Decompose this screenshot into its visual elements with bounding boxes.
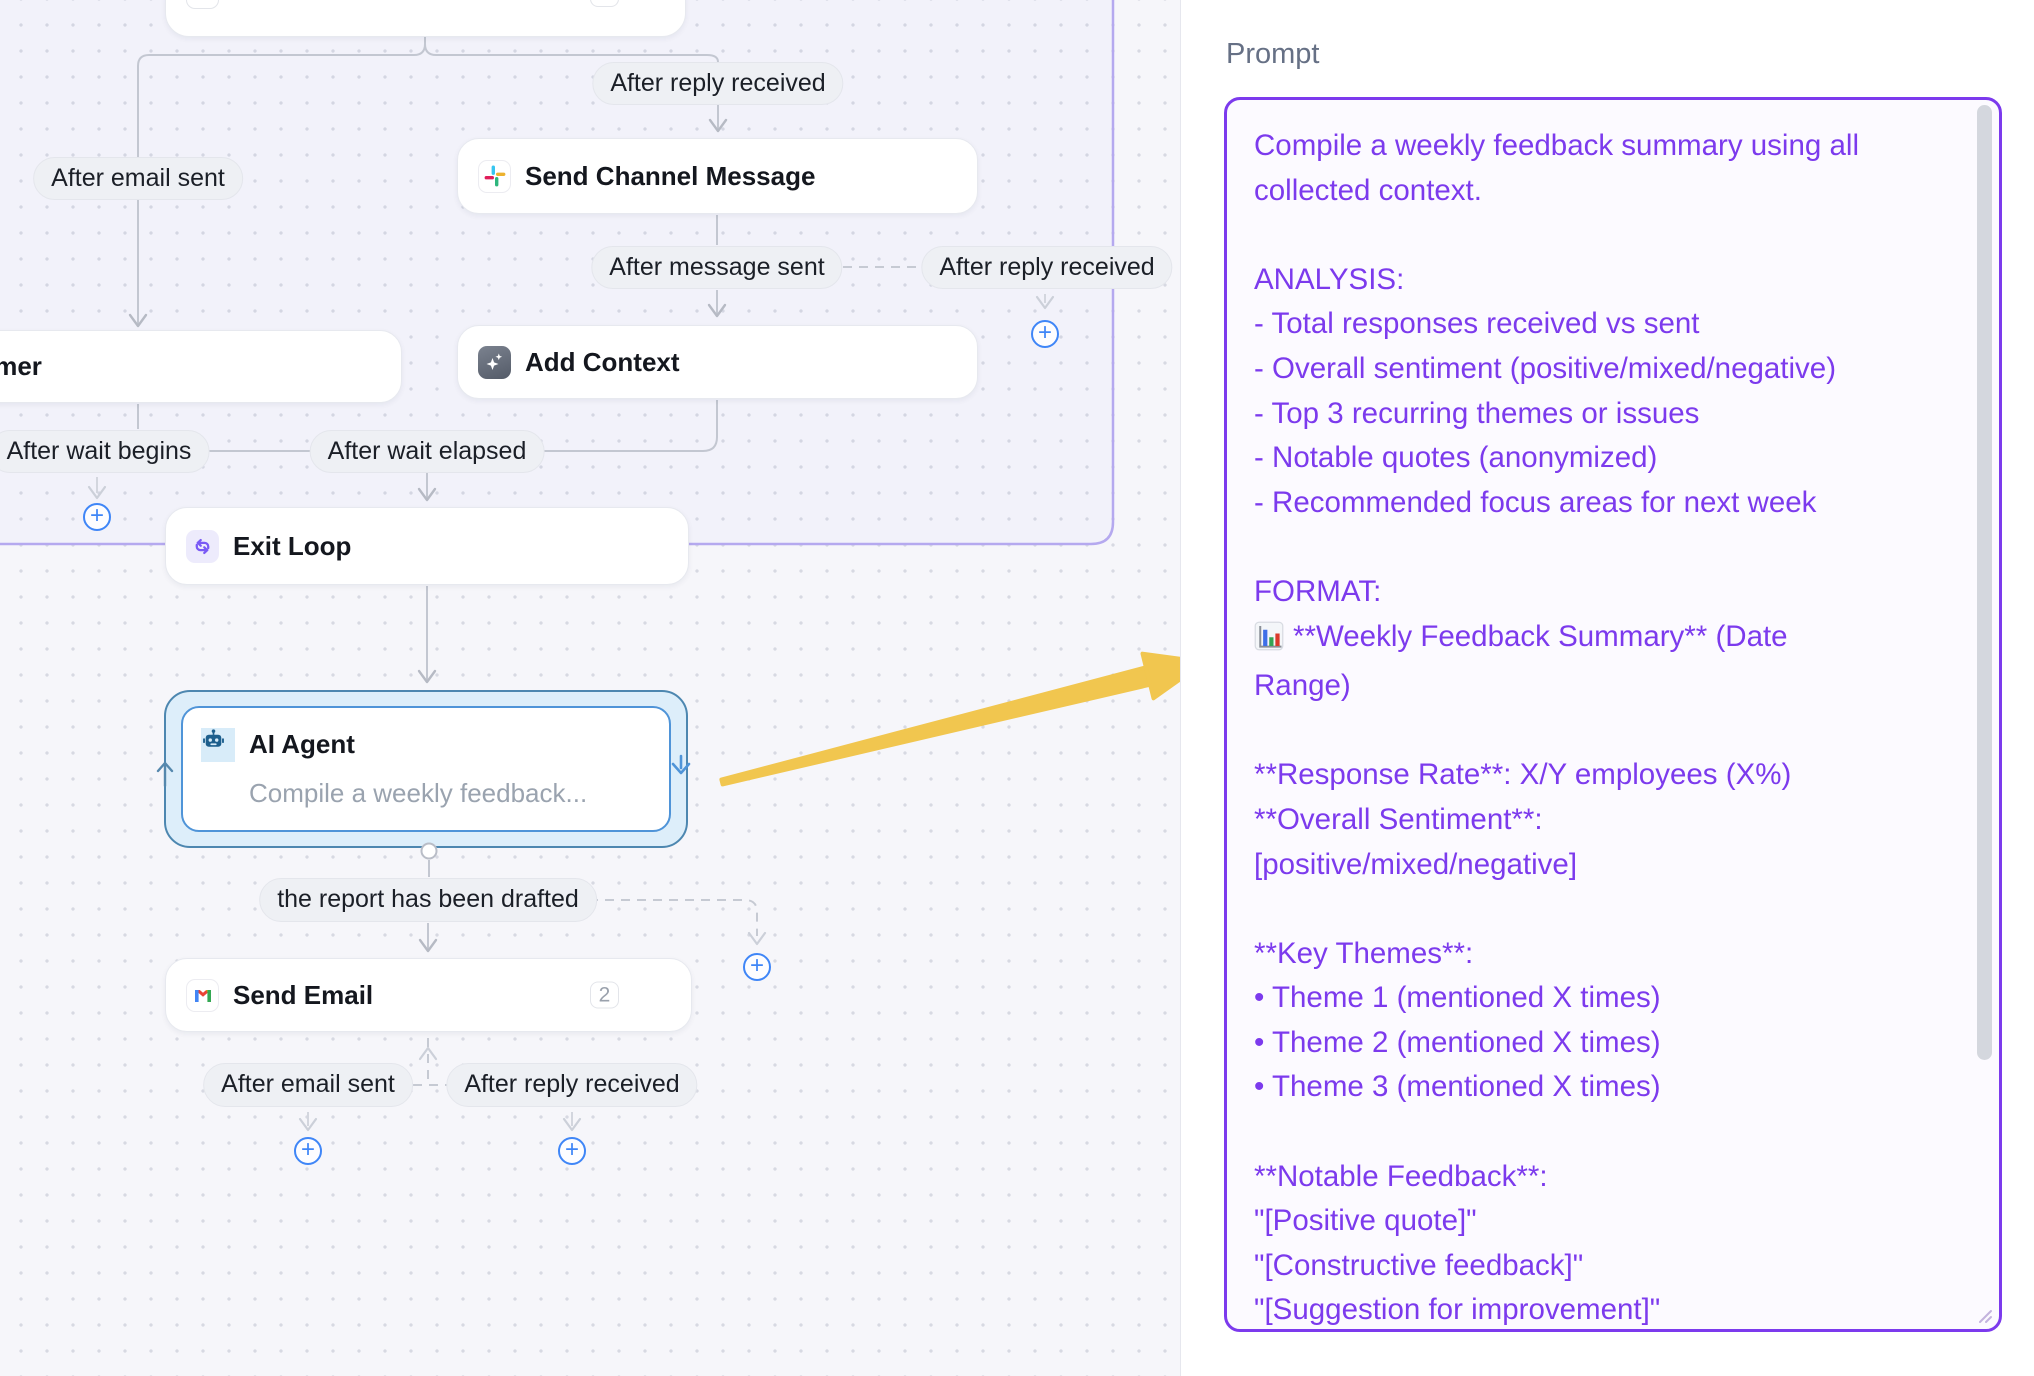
prompt-line: [positive/mixed/negative]: [1254, 847, 1578, 881]
add-step-button[interactable]: [83, 503, 111, 531]
prompt-line: [1254, 213, 1965, 258]
prompt-line: - Overall sentiment (positive/mixed/nega…: [1254, 351, 1837, 385]
output-connector-dot[interactable]: [420, 842, 438, 860]
edge-label: After email sent: [33, 157, 243, 200]
edge-label: After wait begins: [0, 430, 210, 473]
grid-dots: [0, 0, 1180, 1376]
loopback-arrow-up-icon: [156, 761, 174, 788]
prompt-line: - Recommended focus areas for next week: [1254, 485, 1817, 519]
prompt-line: FORMAT:: [1254, 574, 1382, 608]
node-label: Send Channel Message: [525, 160, 816, 191]
add-step-button[interactable]: [294, 1137, 322, 1165]
prompt-line: collected context.: [1254, 173, 1482, 207]
loop-container-border: [0, 0, 1115, 546]
node-timer[interactable]: imer: [0, 330, 402, 403]
add-step-button[interactable]: [743, 953, 771, 981]
node-label: Send Email: [233, 979, 374, 1010]
prompt-line: "[Positive quote]": [1254, 1204, 1477, 1238]
edge-label: After reply received: [921, 246, 1173, 289]
node-ai-agent-selection[interactable]: AI Agent Compile a weekly feedback...: [156, 690, 691, 848]
prompt-line: • Theme 2 (mentioned X times): [1254, 1025, 1661, 1059]
prompt-textarea[interactable]: Compile a weekly feedback summary using …: [1224, 97, 2002, 1332]
prompt-line: [1254, 525, 1965, 570]
prompt-line: **Notable Feedback**:: [1254, 1159, 1548, 1193]
prompt-line: Compile a weekly feedback summary using …: [1254, 129, 1860, 162]
node-label: AI Agent: [249, 729, 355, 759]
node-label: Exit Loop: [233, 530, 352, 561]
edge-label: the report has been drafted: [259, 878, 597, 922]
panel-title: Prompt: [1226, 38, 1320, 70]
action-count-badge: 2: [590, 981, 619, 1009]
node-exit-loop[interactable]: Exit Loop: [165, 507, 689, 585]
bar-chart-emoji: [1254, 620, 1284, 665]
prompt-line: "[Suggestion for improvement]": [1254, 1293, 1661, 1327]
prompt-line: [1254, 887, 1965, 932]
scrollbar-thumb[interactable]: [1977, 105, 1992, 1060]
chevron-down-icon: [671, 754, 691, 775]
prompt-line: - Notable quotes (anonymized): [1254, 441, 1658, 475]
add-step-button[interactable]: [558, 1137, 586, 1165]
resize-handle[interactable]: [1971, 1302, 1995, 1326]
prompt-line: [1254, 1110, 1965, 1155]
node-add-context[interactable]: Add Context: [457, 325, 978, 399]
prompt-line: [1254, 709, 1965, 754]
node-send-channel-message[interactable]: Send Channel Message: [457, 138, 978, 214]
prompt-line: **Overall Sentiment**:: [1254, 802, 1543, 836]
edge-label: After reply received: [592, 62, 844, 105]
prompt-line: • Theme 3 (mentioned X times): [1254, 1070, 1661, 1104]
edge-label: After reply received: [446, 1063, 698, 1107]
prompt-line: ANALYSIS:: [1254, 262, 1405, 296]
annotation-arrow: [719, 651, 1180, 787]
prompt-line: **Response Rate**: X/Y employees (X%): [1254, 758, 1792, 792]
add-step-button[interactable]: [1031, 320, 1059, 348]
node-send-email[interactable]: Send Email 2: [165, 958, 692, 1032]
prompt-line: - Top 3 recurring themes or issues: [1254, 396, 1700, 430]
edge-label: After message sent: [591, 246, 843, 289]
prompt-line: Range): [1254, 669, 1351, 703]
node-ai-agent[interactable]: AI Agent Compile a weekly feedback...: [181, 706, 671, 832]
prompt-line: **Key Themes**:: [1254, 936, 1474, 970]
prompt-line: - Total responses received vs sent: [1254, 307, 1700, 341]
node-partial-top[interactable]: [165, 0, 686, 37]
config-panel: Prompt Compile a weekly feedback summary…: [1180, 0, 2034, 1376]
prompt-line: **Weekly Feedback Summary** (Date: [1254, 615, 1965, 665]
loop-icon: [186, 529, 219, 563]
slack-icon: [478, 159, 511, 193]
robot-icon: [201, 728, 235, 762]
edge-label: After email sent: [203, 1063, 413, 1107]
prompt-text[interactable]: Compile a weekly feedback summary using …: [1227, 100, 1965, 1329]
node-label: Add Context: [525, 346, 680, 377]
prompt-line: "[Constructive feedback]": [1254, 1248, 1584, 1282]
prompt-line: • Theme 1 (mentioned X times): [1254, 981, 1661, 1015]
sparkles-icon: [478, 345, 511, 379]
node-label: imer: [0, 351, 42, 381]
gmail-icon: [186, 978, 219, 1012]
node-subtitle: Compile a weekly feedback...: [249, 778, 588, 808]
workflow-canvas[interactable]: Send Channel Message imer Add Context Ex…: [0, 0, 1180, 1376]
edge-label: After wait elapsed: [309, 430, 545, 473]
